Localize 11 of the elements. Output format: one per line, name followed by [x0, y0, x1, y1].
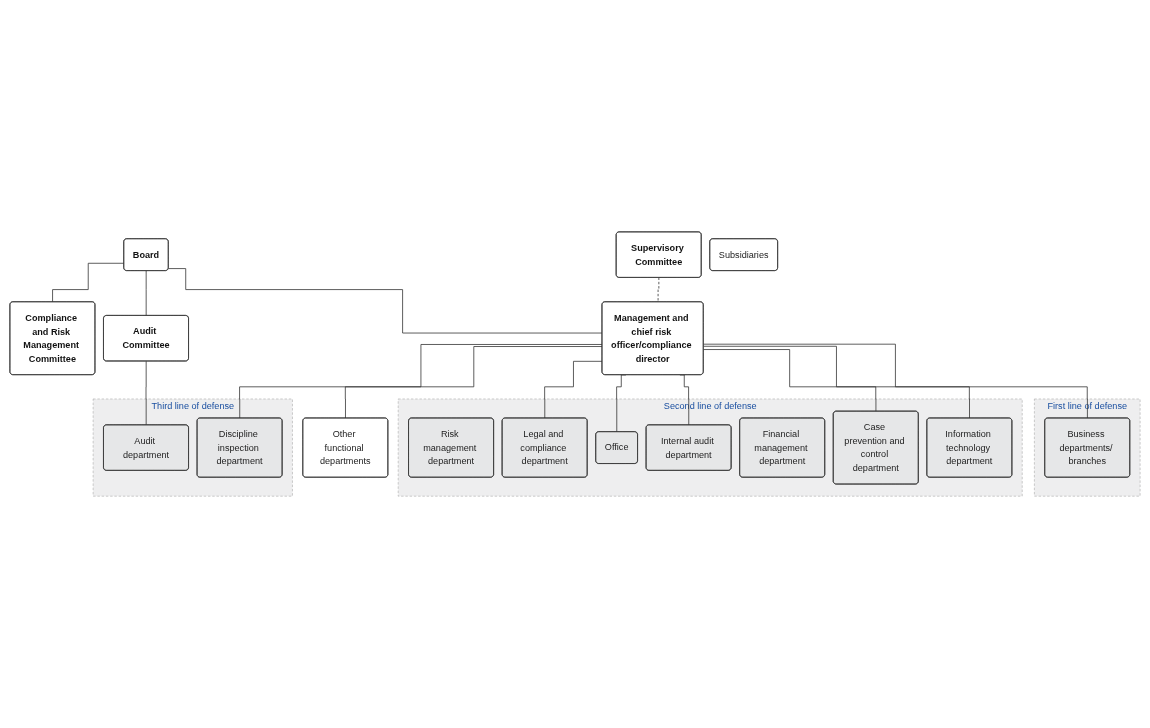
- connector: [703, 349, 877, 412]
- connector: [145, 270, 147, 317]
- connector: [239, 344, 603, 419]
- connector: [168, 268, 603, 334]
- connector: [52, 262, 125, 303]
- connector: [703, 343, 1088, 419]
- connector: [344, 346, 603, 419]
- connector: [544, 360, 603, 419]
- connector: [145, 360, 147, 426]
- connector: [703, 345, 971, 419]
- connector: [657, 277, 660, 303]
